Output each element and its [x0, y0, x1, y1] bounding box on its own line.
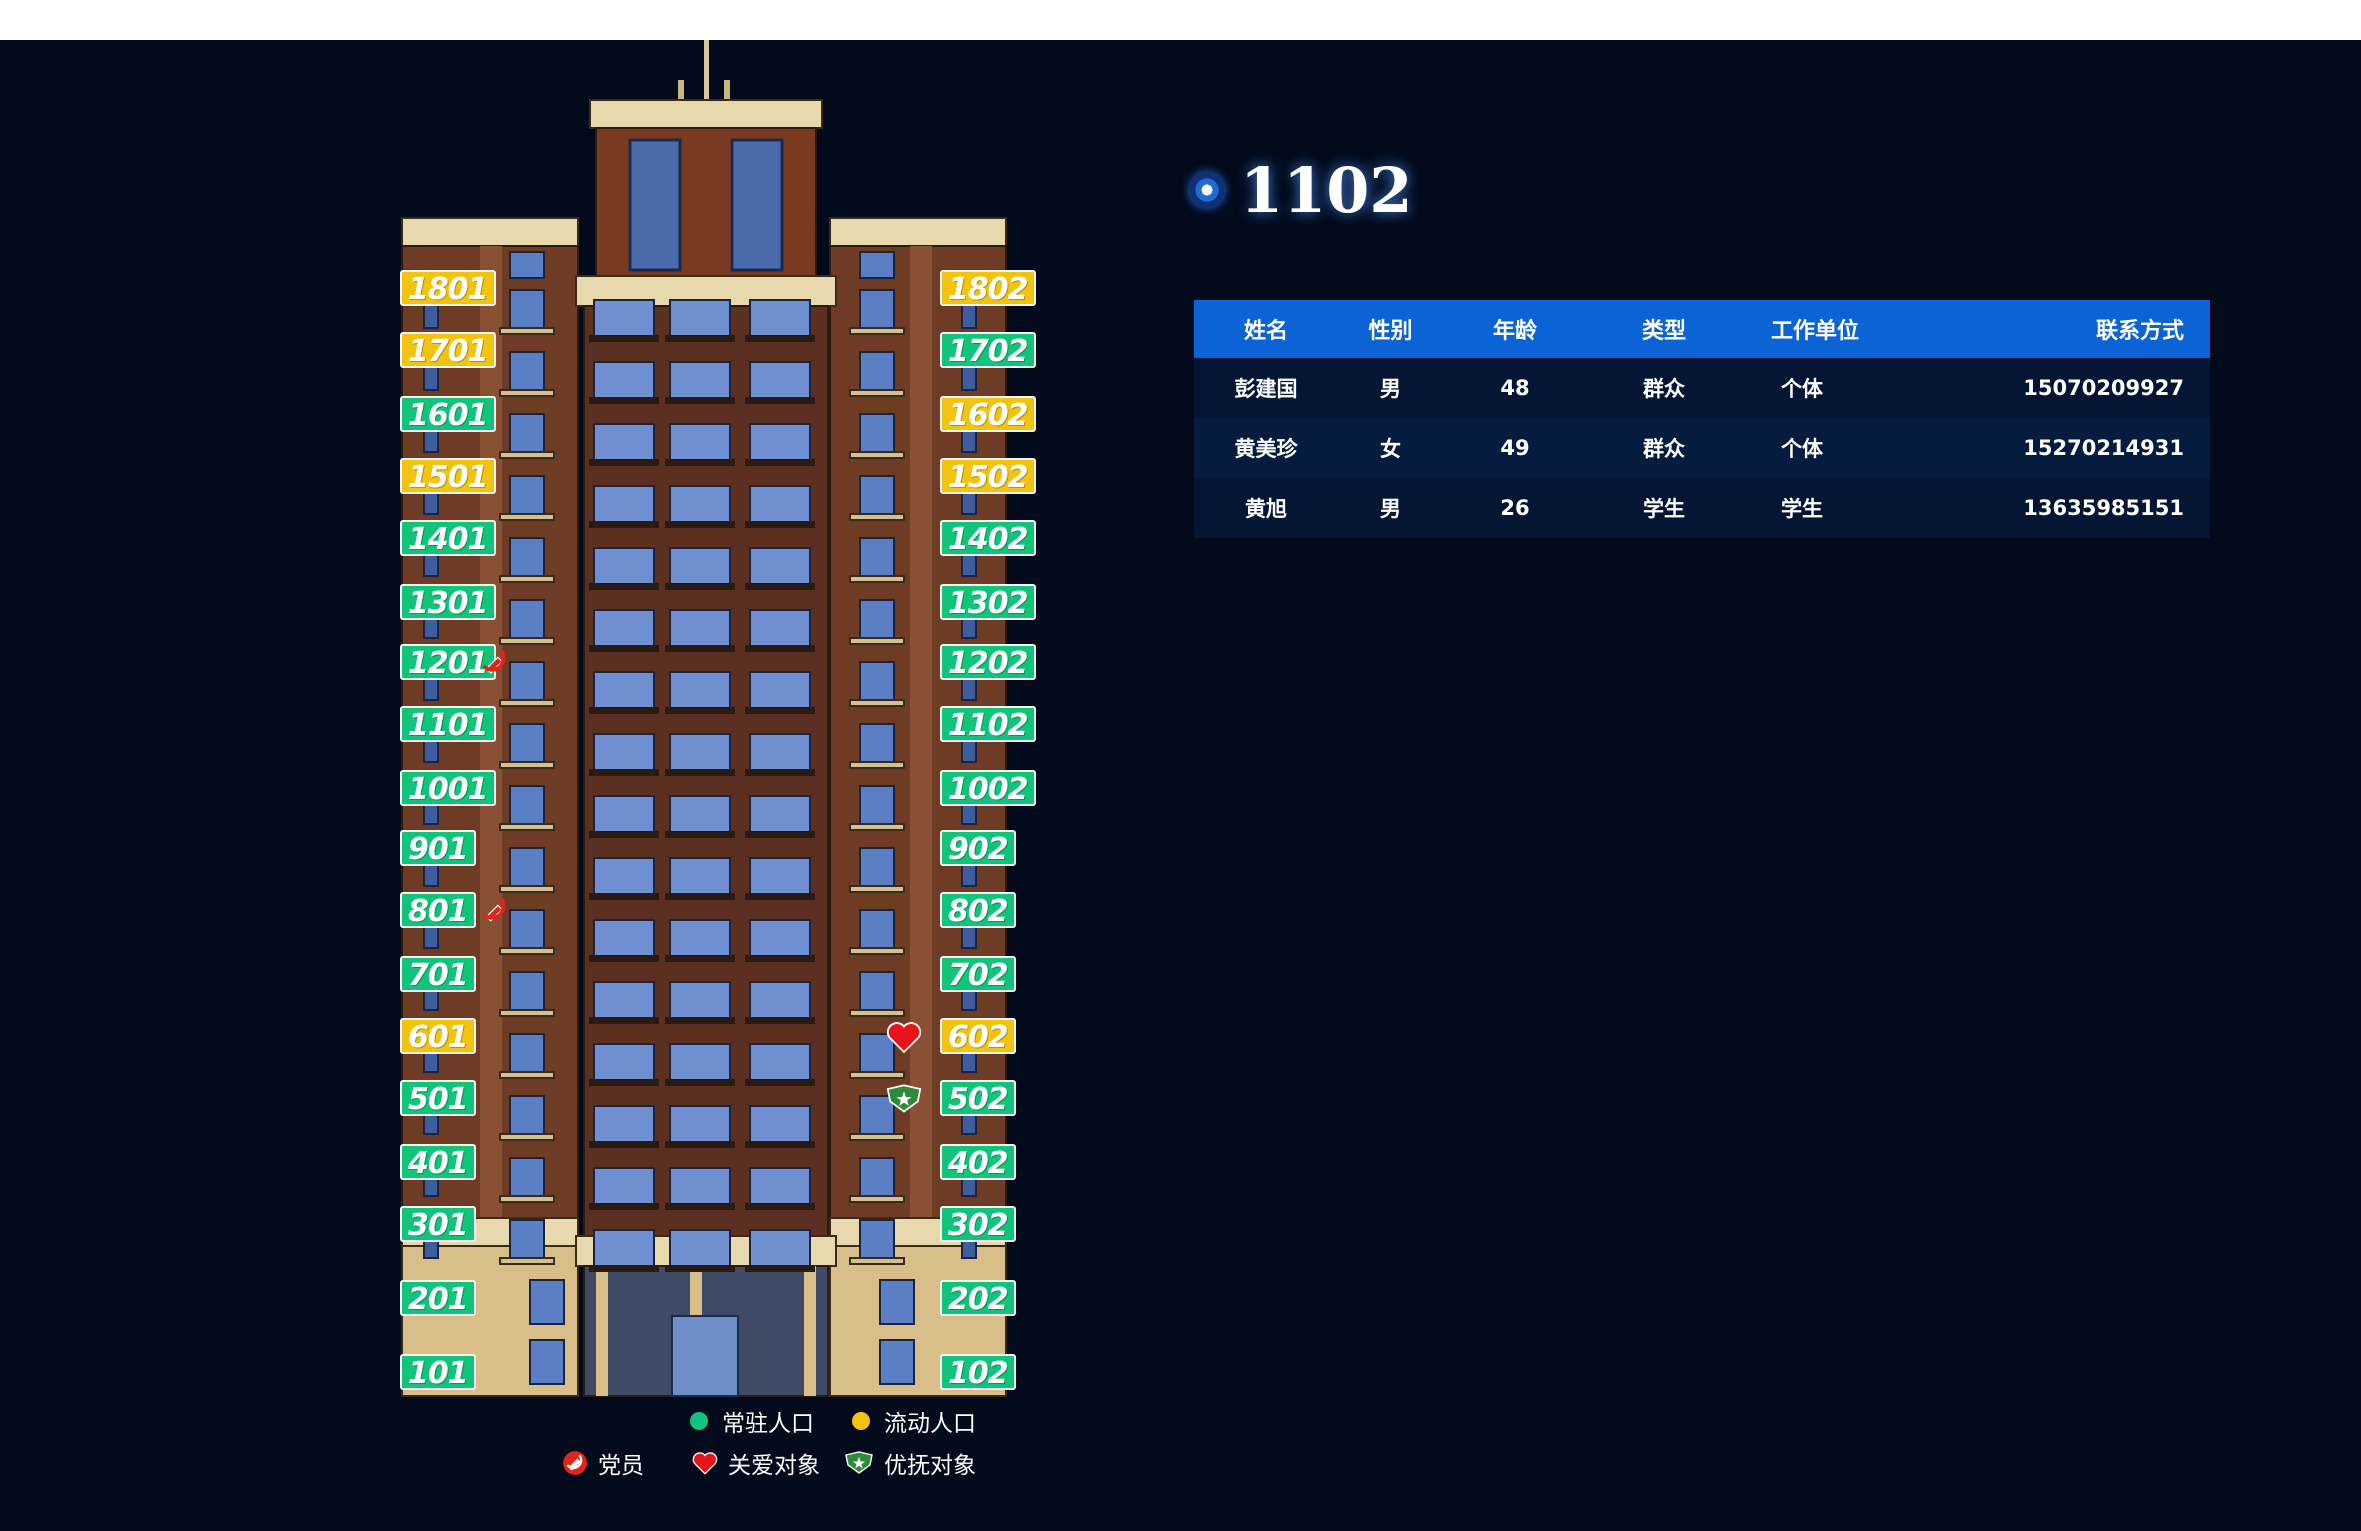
flat-label-1001[interactable]: 1001 — [400, 770, 496, 807]
legend-resident: 常驻人口 — [690, 1404, 814, 1438]
target-dot-icon — [1190, 173, 1224, 207]
cell-unit: 个体 — [1740, 418, 2016, 478]
flat-label-1301[interactable]: 1301 — [400, 584, 496, 621]
hammer-sickle-icon — [478, 646, 512, 684]
cell-phone: 15070209927 — [2015, 358, 2210, 418]
legend-care-label: 关爱对象 — [728, 1453, 820, 1479]
cell-name: 黄旭 — [1194, 478, 1339, 538]
cell-age: 26 — [1442, 478, 1588, 538]
flat-label-102[interactable]: 102 — [940, 1354, 1016, 1391]
cell-age: 49 — [1442, 418, 1588, 478]
cell-name: 黄美珍 — [1194, 418, 1339, 478]
legend-veteran-label: 优抚对象 — [884, 1453, 976, 1479]
flat-label-802[interactable]: 802 — [940, 892, 1016, 929]
flat-label-301[interactable]: 301 — [400, 1206, 476, 1243]
flat-label-1701[interactable]: 1701 — [400, 332, 496, 369]
flat-label-1202[interactable]: 1202 — [940, 644, 1036, 681]
header-gender: 性别 — [1338, 300, 1443, 358]
flat-label-202[interactable]: 202 — [940, 1280, 1016, 1317]
flat-label-1702[interactable]: 1702 — [940, 332, 1036, 369]
cell-phone: 13635985151 — [2015, 478, 2210, 538]
cell-name: 彭建国 — [1194, 358, 1339, 418]
flat-label-1801[interactable]: 1801 — [400, 270, 496, 307]
cell-gender: 女 — [1338, 418, 1443, 478]
flat-label-1602[interactable]: 1602 — [940, 396, 1036, 433]
flat-label-201[interactable]: 201 — [400, 1280, 476, 1317]
flat-label-1201[interactable]: 1201 — [400, 644, 496, 681]
legend-care: 关爱对象 — [692, 1446, 820, 1480]
legend-resident-label: 常驻人口 — [722, 1411, 814, 1437]
building-elevation: 1801 1701 1601 1501 1401 1301 1201 1101 1001 901 8… — [390, 40, 1036, 1440]
heart-icon — [886, 1020, 922, 1058]
heart-icon — [692, 1452, 718, 1475]
legend-party: 党员 — [562, 1446, 644, 1480]
cell-type: 群众 — [1587, 358, 1741, 418]
flat-label-1002[interactable]: 1002 — [940, 770, 1036, 807]
flat-label-601[interactable]: 601 — [400, 1018, 476, 1055]
flat-label-1502[interactable]: 1502 — [940, 458, 1036, 495]
military-badge-icon — [845, 1451, 873, 1474]
flat-label-1802[interactable]: 1802 — [940, 270, 1036, 307]
flat-label-1101[interactable]: 1101 — [400, 706, 496, 743]
header-phone: 联系方式 — [2015, 300, 2210, 358]
hammer-sickle-icon — [478, 894, 512, 932]
hammer-sickle-icon — [563, 1451, 587, 1475]
legend-veteran: 优抚对象 — [844, 1446, 976, 1480]
floating-swatch — [852, 1412, 870, 1430]
flat-label-502[interactable]: 502 — [940, 1080, 1016, 1117]
flat-label-902[interactable]: 902 — [940, 830, 1016, 867]
military-badge-icon — [884, 1084, 924, 1118]
cell-type: 学生 — [1587, 478, 1741, 538]
stage: 1801 1701 1601 1501 1401 1301 1201 1101 1001 901 8… — [0, 40, 2361, 1531]
flat-label-602[interactable]: 602 — [940, 1018, 1016, 1055]
cell-unit: 学生 — [1740, 478, 2016, 538]
legend-floating-label: 流动人口 — [884, 1411, 976, 1437]
flat-label-402[interactable]: 402 — [940, 1144, 1016, 1181]
flat-label-101[interactable]: 101 — [400, 1354, 476, 1391]
cell-gender: 男 — [1338, 358, 1443, 418]
cell-age: 48 — [1442, 358, 1588, 418]
cell-gender: 男 — [1338, 478, 1443, 538]
flat-label-702[interactable]: 702 — [940, 956, 1016, 993]
legend-floating: 流动人口 — [852, 1404, 976, 1438]
room-title: 1102 — [1190, 150, 1413, 230]
legend: 常驻人口 流动人口 党员 关爱对象 优抚对象 — [0, 1400, 1100, 1520]
flat-label-801[interactable]: 801 — [400, 892, 476, 929]
resident-swatch — [690, 1412, 708, 1430]
flat-label-1302[interactable]: 1302 — [940, 584, 1036, 621]
flat-label-1102[interactable]: 1102 — [940, 706, 1036, 743]
legend-party-label: 党员 — [598, 1453, 644, 1479]
flat-label-1402[interactable]: 1402 — [940, 520, 1036, 557]
flat-label-501[interactable]: 501 — [400, 1080, 476, 1117]
header-type: 类型 — [1587, 300, 1741, 358]
flat-label-302[interactable]: 302 — [940, 1206, 1016, 1243]
flat-label-901[interactable]: 901 — [400, 830, 476, 867]
flat-label-1601[interactable]: 1601 — [400, 396, 496, 433]
building-drawing — [401, 40, 1007, 1397]
cell-unit: 个体 — [1740, 358, 2016, 418]
cell-type: 群众 — [1587, 418, 1741, 478]
flat-label-1501[interactable]: 1501 — [400, 458, 496, 495]
cell-phone: 15270214931 — [2015, 418, 2210, 478]
flat-label-701[interactable]: 701 — [400, 956, 476, 993]
room-number: 1102 — [1240, 153, 1413, 227]
table-header-row: 姓名 性别 年龄 类型 工作单位 联系方式 — [1194, 300, 2210, 358]
flat-label-401[interactable]: 401 — [400, 1144, 476, 1181]
header-name: 姓名 — [1194, 300, 1339, 358]
header-unit: 工作单位 — [1740, 300, 2016, 358]
header-age: 年龄 — [1442, 300, 1588, 358]
flat-label-1401[interactable]: 1401 — [400, 520, 496, 557]
